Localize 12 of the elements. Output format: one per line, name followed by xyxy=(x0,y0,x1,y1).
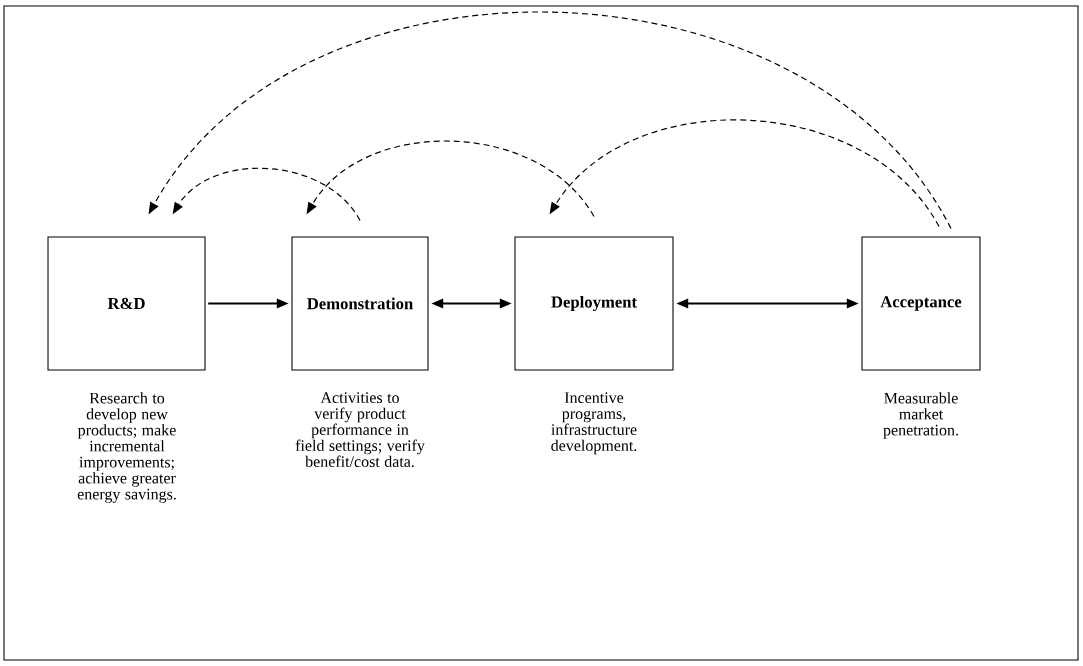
stage-box: R&D xyxy=(47,236,206,371)
stage-box: Acceptance xyxy=(861,236,981,371)
arrow xyxy=(306,140,595,218)
arrow xyxy=(172,167,361,222)
description-text: Activities to verify product performance in field settings; verify benefit/cost data. xyxy=(295,392,425,468)
arrow xyxy=(549,119,940,228)
description-text: Incentive programs, infrastructure development. xyxy=(551,392,637,455)
description-text: Measurable market penetration. xyxy=(883,392,958,439)
description-text: Research to develop new products; make incremental improvements; achieve greater energy savings. xyxy=(77,392,176,503)
stage-box: Demonstration xyxy=(291,236,429,371)
stage-box: Deployment xyxy=(514,236,674,371)
arrow xyxy=(148,11,952,230)
